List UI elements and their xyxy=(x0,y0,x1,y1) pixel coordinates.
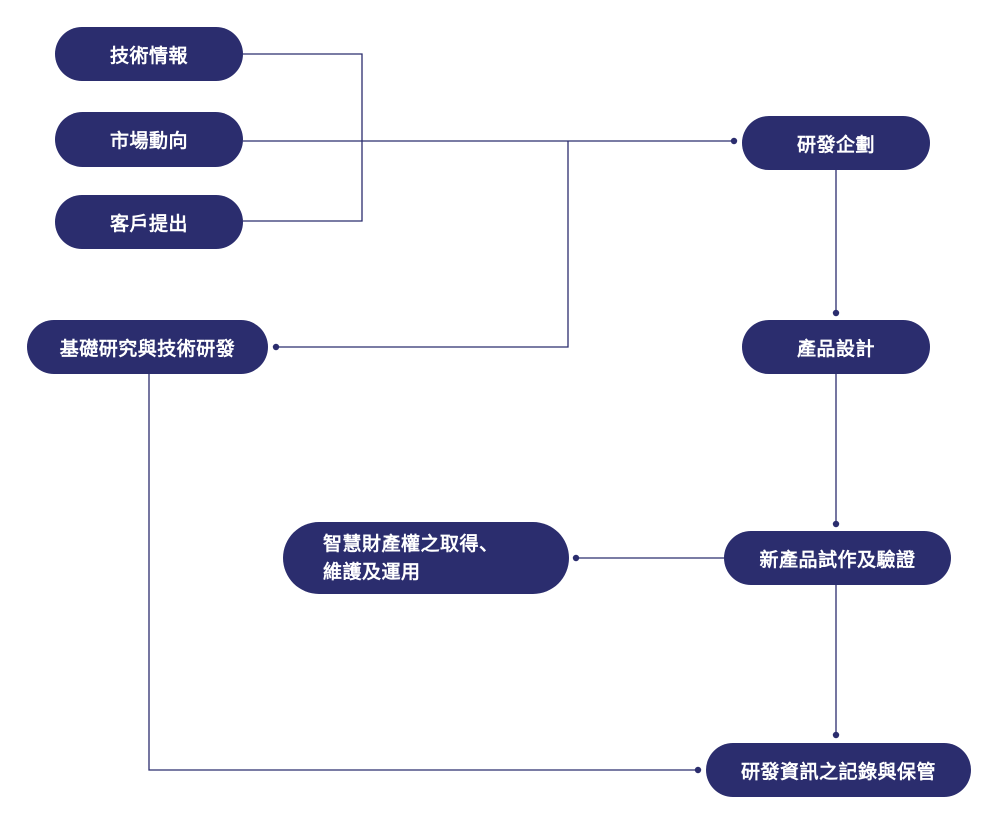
node-rd-records-label: 研發資訊之記錄與保管 xyxy=(740,760,936,783)
node-ip-rights-line2: 維護及運用 xyxy=(323,561,421,583)
node-ip-rights-line1: 智慧財產權之取得、 xyxy=(323,533,499,555)
node-basic-research-label: 基礎研究與技術研發 xyxy=(59,337,236,360)
connector-research-to-records xyxy=(148,374,698,771)
connector-dot-design xyxy=(832,309,840,317)
node-tech-info-label: 技術情報 xyxy=(109,44,188,67)
node-product-design-label: 產品設計 xyxy=(796,337,875,360)
connector-dot-records-top xyxy=(832,731,840,739)
node-prototype-verify-label: 新產品試作及驗證 xyxy=(759,548,916,571)
node-rd-planning: 研發企劃 xyxy=(742,116,930,170)
node-ip-rights-text: 智慧財產權之取得、 維護及運用 xyxy=(323,530,499,586)
connector-dot-planning xyxy=(730,137,738,145)
connector-dot-prototype xyxy=(832,520,840,528)
node-basic-research: 基礎研究與技術研發 xyxy=(27,320,268,374)
node-prototype-verify: 新產品試作及驗證 xyxy=(724,531,951,585)
node-market-trend: 市場動向 xyxy=(55,112,243,167)
node-customer-request-label: 客戶提出 xyxy=(109,212,188,235)
node-market-trend-label: 市場動向 xyxy=(109,130,188,152)
connector-tech-info xyxy=(243,53,363,222)
connector-dot-research xyxy=(272,343,280,351)
node-rd-records: 研發資訊之記錄與保管 xyxy=(706,743,971,797)
node-ip-rights: 智慧財產權之取得、 維護及運用 xyxy=(283,522,569,594)
node-tech-info: 技術情報 xyxy=(55,27,243,81)
connector-research-to-planning xyxy=(276,141,569,348)
node-rd-planning-label: 研發企劃 xyxy=(796,133,875,156)
node-product-design: 產品設計 xyxy=(742,320,930,374)
connector-dot-records-left xyxy=(694,766,702,774)
connector-dot-ip xyxy=(572,554,580,562)
node-customer-request: 客戶提出 xyxy=(55,195,243,249)
